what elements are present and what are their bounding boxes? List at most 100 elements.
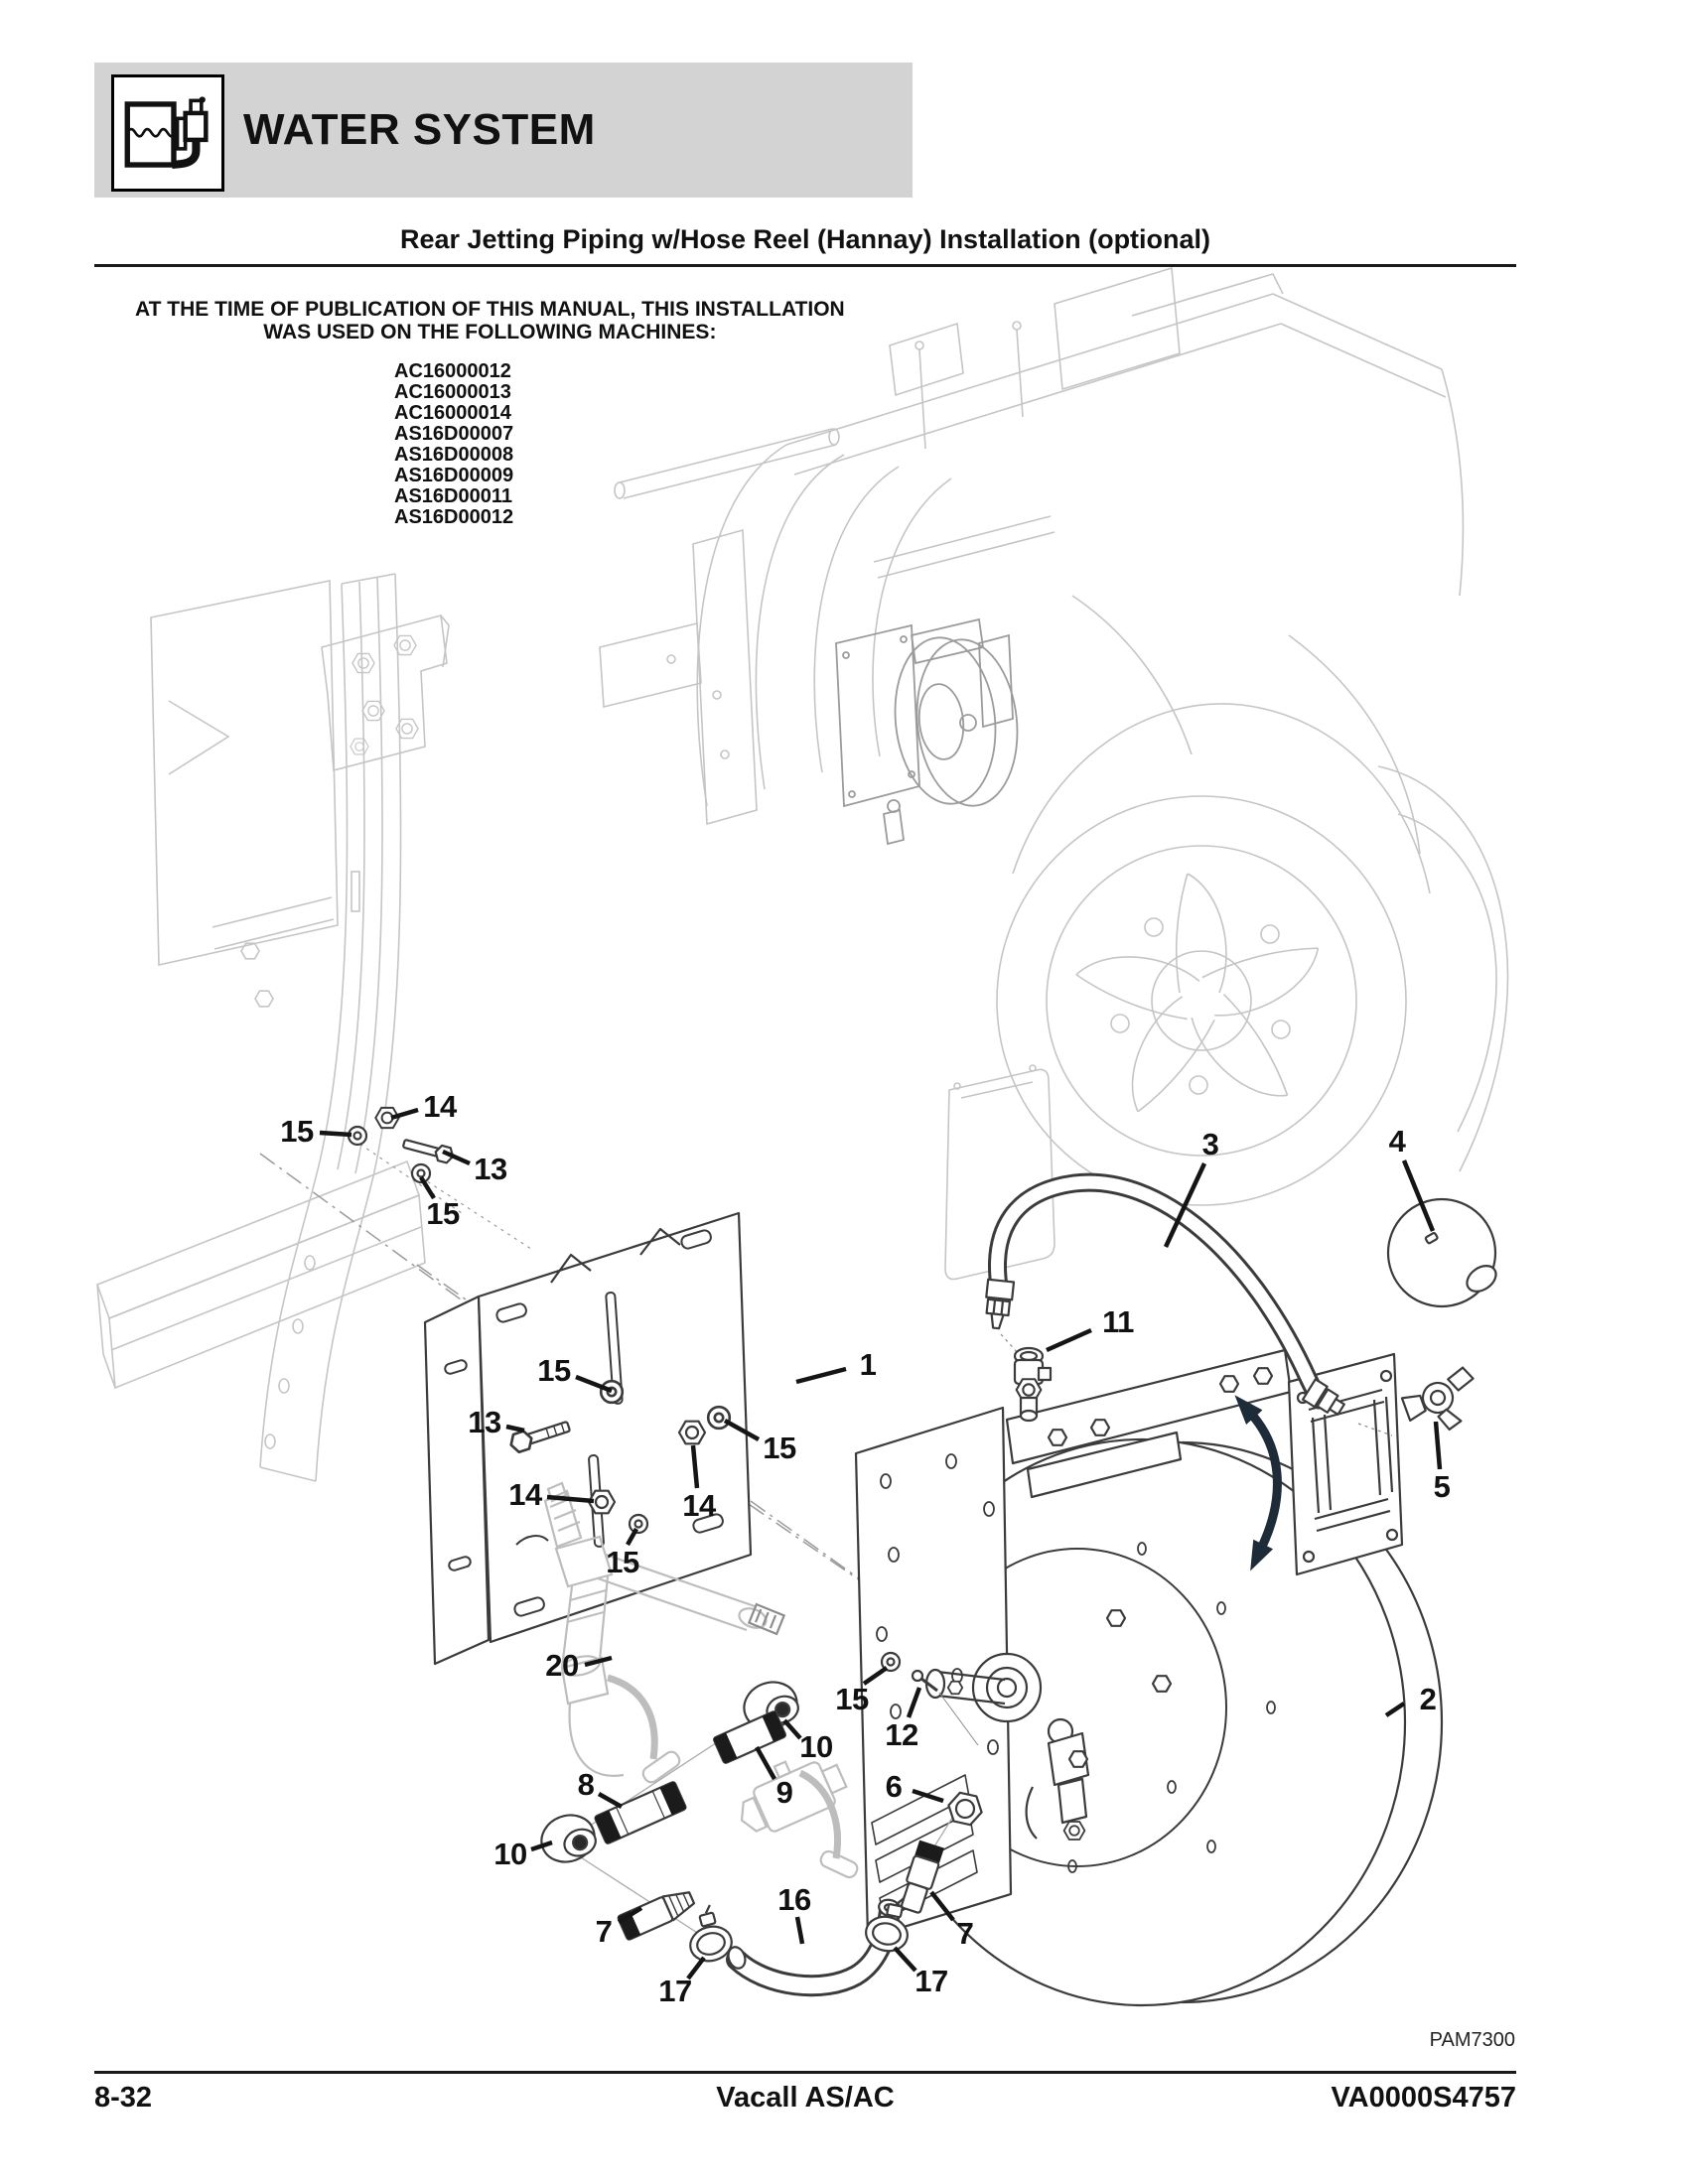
mounted-reel-sketch: [835, 617, 1019, 846]
footer-document-number: VA0000S4757: [1331, 2082, 1516, 2114]
leader-line-14: [390, 1107, 419, 1121]
callout-7: 7: [956, 1916, 974, 1951]
callout-5: 5: [1433, 1469, 1451, 1504]
leader-line-14: [546, 1494, 595, 1504]
title-rule: [94, 264, 1516, 267]
callout-2: 2: [1419, 1682, 1437, 1716]
callout-13: 13: [474, 1152, 507, 1186]
section-title: WATER SYSTEM: [243, 105, 596, 154]
callout-10: 10: [493, 1837, 527, 1871]
callout-4: 4: [1388, 1124, 1406, 1159]
callout-15: 15: [280, 1114, 314, 1149]
callout-8: 8: [577, 1767, 595, 1802]
leader-line-13: [505, 1424, 525, 1433]
mounting-plate: [347, 1106, 753, 1666]
machine-serial: AS16D00011: [394, 485, 512, 507]
leader-line-8: [597, 1792, 624, 1809]
leader-line-15: [626, 1527, 638, 1547]
hose-and-fittings-top: [985, 1172, 1497, 1571]
leader-line-15: [419, 1175, 436, 1200]
leader-line-15: [862, 1666, 889, 1686]
callout-15: 15: [537, 1353, 571, 1388]
leader-line-20: [584, 1655, 613, 1668]
leader-line-9: [755, 1745, 776, 1781]
quick-coupling-5: [1400, 1366, 1475, 1432]
callout-15: 15: [835, 1682, 869, 1716]
leader-line-2: [1384, 1702, 1406, 1717]
footer-rule: [94, 2071, 1516, 2074]
callout-7: 7: [595, 1914, 613, 1949]
section-banner: WATER SYSTEM: [94, 63, 913, 198]
callout-9: 9: [775, 1775, 793, 1810]
notice-line2: WAS USED ON THE FOLLOWING MACHINES:: [263, 321, 717, 343]
machine-serial: AS16D00009: [394, 465, 514, 486]
callout-14: 14: [508, 1477, 542, 1512]
nipple-9: [713, 1710, 786, 1764]
leader-line-7: [617, 1906, 643, 1924]
leader-line-10: [782, 1718, 802, 1740]
elbow-fitting-11: [1013, 1346, 1053, 1423]
leader-line-14: [690, 1444, 700, 1489]
callout-15: 15: [606, 1545, 639, 1579]
leader-line-6: [912, 1788, 944, 1804]
water-system-icon: [111, 74, 224, 192]
figure-title: Rear Jetting Piping w/Hose Reel (Hannay)…: [399, 224, 1211, 254]
leader-line-17: [686, 1956, 706, 1980]
callout-13: 13: [468, 1405, 501, 1439]
callout-15: 15: [426, 1196, 460, 1231]
machine-serial: AS16D00007: [394, 423, 514, 445]
callout-6: 6: [885, 1769, 903, 1804]
machine-serial: AS16D00008: [394, 444, 514, 466]
leader-line-3: [1163, 1162, 1207, 1248]
leader-line-10: [530, 1840, 553, 1852]
nut-6: [947, 1791, 983, 1827]
callout-10: 10: [799, 1729, 833, 1764]
left-bracket-sketch: [95, 573, 450, 1482]
leader-line-16: [794, 1916, 805, 1945]
leader-line-17: [893, 1946, 917, 1973]
leader-line-15: [575, 1374, 613, 1394]
leader-line-12: [906, 1687, 922, 1718]
callout-14: 14: [423, 1089, 457, 1124]
figure-code: PAM7300: [1429, 2029, 1515, 2051]
applicability-notice: AT THE TIME OF PUBLICATION OF THIS MANUA…: [135, 298, 845, 343]
wheel-spokes: [1075, 873, 1320, 1113]
callout-1: 1: [859, 1347, 877, 1382]
water-tank-icon: [124, 96, 209, 170]
callout-11: 11: [1102, 1304, 1134, 1339]
lower-fitting-chain: [533, 1674, 983, 1997]
leader-line-13: [442, 1149, 471, 1166]
leader-line-15: [319, 1130, 352, 1138]
nipple-8: [594, 1781, 687, 1844]
bolt-13-upper: [402, 1139, 457, 1165]
machine-serial: AC16000012: [394, 360, 511, 382]
leader-line-1: [795, 1366, 847, 1385]
leader-line-5: [1433, 1421, 1443, 1470]
spray-gun-sketch: [543, 1481, 859, 1879]
callout-17: 17: [914, 1964, 948, 1998]
leader-line-4: [1401, 1160, 1436, 1232]
notice-line1: AT THE TIME OF PUBLICATION OF THIS MANUA…: [135, 298, 845, 321]
machine-serial: AC16000013: [394, 381, 511, 403]
callout-15: 15: [763, 1431, 796, 1465]
footer-page-number: 8-32: [94, 2082, 153, 2114]
truck-chassis-sketch: [599, 266, 1509, 1281]
callout-14: 14: [682, 1488, 716, 1523]
leader-line-7: [929, 1890, 955, 1922]
callout-12: 12: [885, 1717, 918, 1752]
machine-serial: AS16D00012: [394, 506, 514, 528]
leader-line-15: [723, 1419, 761, 1441]
bolt-13: [506, 1421, 571, 1455]
callout-17: 17: [658, 1974, 692, 2008]
rotation-arrow: [1234, 1395, 1282, 1571]
elbow-7-right: [901, 1840, 944, 1914]
callout-16: 16: [777, 1882, 811, 1917]
float-ball-4: [1386, 1197, 1497, 1308]
leader-line-11: [1046, 1327, 1092, 1353]
ball-valve-sketch: [740, 1760, 859, 1879]
callout-20: 20: [545, 1648, 579, 1683]
